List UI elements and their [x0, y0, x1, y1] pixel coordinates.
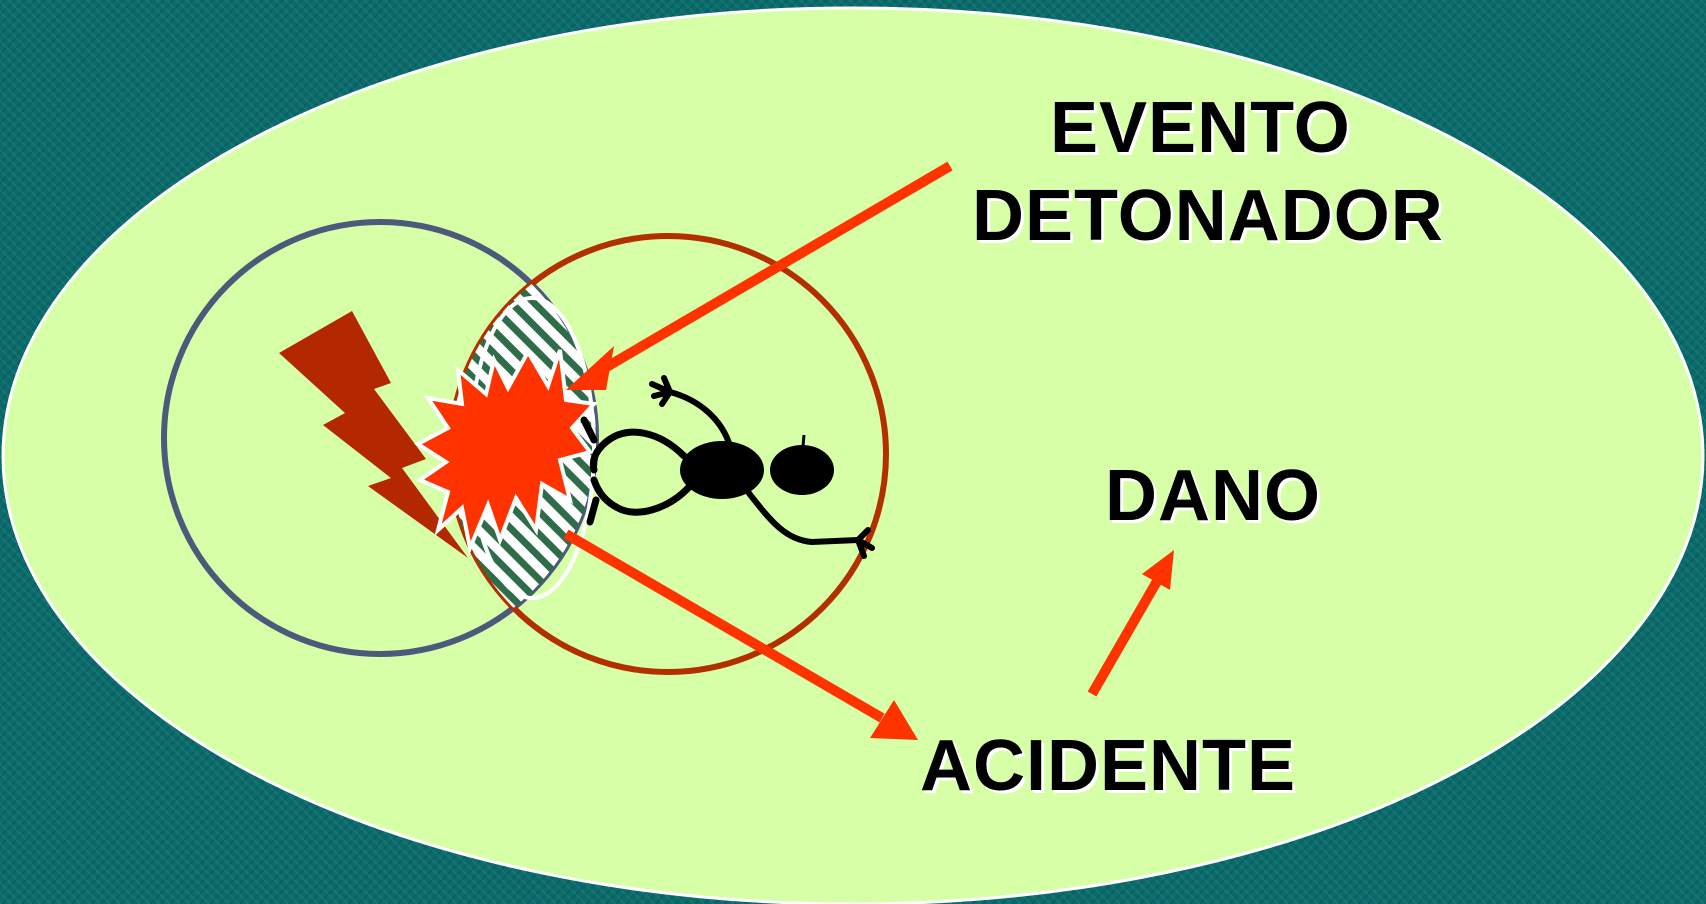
- trigger-event-label-line2: DETONADOR: [972, 176, 1444, 256]
- stick-figure-icon: [580, 375, 875, 559]
- damage-label: DANO: [1105, 456, 1321, 536]
- accident-label: ACIDENTE: [920, 726, 1297, 806]
- explosion-icon: [414, 347, 599, 555]
- accident-arrow: [563, 529, 918, 740]
- trigger-arrow: [566, 161, 953, 390]
- environment-ellipse: [1, 6, 1705, 904]
- lightning-bolt-icon: [279, 311, 468, 558]
- damage-arrow: [1087, 550, 1174, 697]
- trigger-event-label-line1: EVENTO: [1050, 88, 1351, 168]
